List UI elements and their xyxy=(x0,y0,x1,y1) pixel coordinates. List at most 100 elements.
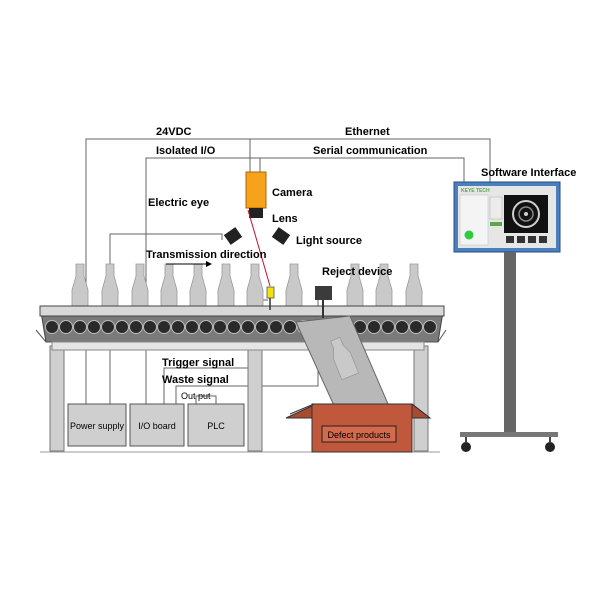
bottle xyxy=(217,263,235,313)
plc-box xyxy=(187,403,245,447)
power-supply-label: Power supply xyxy=(70,421,125,431)
roller xyxy=(409,320,423,334)
screen-side-panel xyxy=(459,194,489,246)
bottle-bottom-inner xyxy=(518,206,534,222)
reject-device-head xyxy=(315,286,332,300)
bottle xyxy=(405,263,423,313)
roller xyxy=(73,320,87,334)
roller xyxy=(381,320,395,334)
conveyor-belt xyxy=(35,305,447,351)
camera-assembly xyxy=(223,171,291,245)
bottle xyxy=(189,263,207,313)
plc-label: PLC xyxy=(207,421,225,431)
bottle xyxy=(101,263,119,313)
monitor-stand xyxy=(460,252,558,452)
label-out-put: Out put xyxy=(181,391,211,401)
power-supply-box xyxy=(67,403,127,447)
bottle xyxy=(285,263,303,313)
label-electric-eye: Electric eye xyxy=(148,197,209,209)
wiring xyxy=(85,138,491,404)
screen-toolbar xyxy=(489,196,503,220)
roller xyxy=(269,320,283,334)
roller xyxy=(283,320,297,334)
belt-top xyxy=(39,305,445,317)
screen-thumb xyxy=(528,236,536,243)
wire-24vdc xyxy=(85,138,251,404)
wire-out-put xyxy=(195,395,217,404)
defect-products-box: Defect products xyxy=(285,403,432,453)
roller xyxy=(45,320,59,334)
bottle-bottom-image xyxy=(512,200,540,228)
roller xyxy=(367,320,381,334)
roller xyxy=(395,320,409,334)
roller xyxy=(199,320,213,334)
label-software-interface: Software Interface xyxy=(481,167,576,179)
reject-device xyxy=(315,286,332,318)
label-24vdc: 24VDC xyxy=(156,126,192,138)
screen-thumb xyxy=(517,236,525,243)
label-reject-device: Reject device xyxy=(322,266,392,278)
roller xyxy=(115,320,129,334)
bottle xyxy=(246,263,264,313)
roller xyxy=(241,320,255,334)
box-flap-left xyxy=(289,403,315,415)
label-ethernet: Ethernet xyxy=(345,126,390,138)
bottle xyxy=(160,263,178,313)
io-board-box xyxy=(129,403,185,447)
wire-isolated-io xyxy=(145,157,261,404)
label-waste-signal: Waste signal xyxy=(162,374,229,386)
label-isolated-io: Isolated I/O xyxy=(156,145,216,157)
screen-thumb xyxy=(506,236,514,243)
roller xyxy=(101,320,115,334)
roller xyxy=(185,320,199,334)
label-serial-communication: Serial communication xyxy=(313,145,428,157)
screen-thumb xyxy=(539,236,547,243)
light-source-right xyxy=(271,227,291,245)
label-camera: Camera xyxy=(272,187,313,199)
label-transmission-direction: Transmission direction xyxy=(146,249,267,261)
defect-products-label-box xyxy=(321,425,397,443)
screen-toolbar-indicator xyxy=(490,222,502,226)
roller xyxy=(213,320,227,334)
label-light-source: Light source xyxy=(296,235,362,247)
roller xyxy=(87,320,101,334)
bottle-bottom-center xyxy=(524,212,528,216)
roller xyxy=(255,320,269,334)
wire-serial-communication xyxy=(260,157,465,182)
leg xyxy=(413,345,429,452)
stand-wheel xyxy=(461,442,471,452)
screen-brand: KEYE TECH xyxy=(461,188,490,194)
belt-underside xyxy=(51,341,425,351)
control-boxes: Power supply I/O board PLC xyxy=(67,403,245,447)
label-lens: Lens xyxy=(272,213,298,225)
roller xyxy=(227,320,241,334)
roller xyxy=(129,320,143,334)
light-source-left xyxy=(223,227,243,245)
stand-base xyxy=(460,432,558,437)
roller xyxy=(143,320,157,334)
rejected-bottle xyxy=(330,336,360,381)
lens xyxy=(249,208,263,218)
labels: 24VDC Isolated I/O Ethernet Serial commu… xyxy=(146,126,576,401)
arrow-head xyxy=(206,261,212,267)
roller xyxy=(157,320,171,334)
box-flap-right xyxy=(411,403,431,419)
leg xyxy=(49,345,65,452)
electric-eye-sensor xyxy=(266,286,275,299)
reject-chute xyxy=(295,315,389,411)
roller xyxy=(171,320,185,334)
roller xyxy=(423,320,437,334)
defect-products-label: Defect products xyxy=(327,430,391,440)
electric-eye xyxy=(247,209,275,310)
electric-eye-pointer xyxy=(247,209,271,287)
camera-body xyxy=(245,171,267,209)
stand-wheel xyxy=(545,442,555,452)
wire-ethernet xyxy=(250,138,491,182)
software-interface-monitor: KEYE TECH xyxy=(453,181,561,253)
io-board-label: I/O board xyxy=(138,421,176,431)
status-indicator xyxy=(464,230,474,240)
leg xyxy=(247,345,263,452)
roller xyxy=(59,320,73,334)
